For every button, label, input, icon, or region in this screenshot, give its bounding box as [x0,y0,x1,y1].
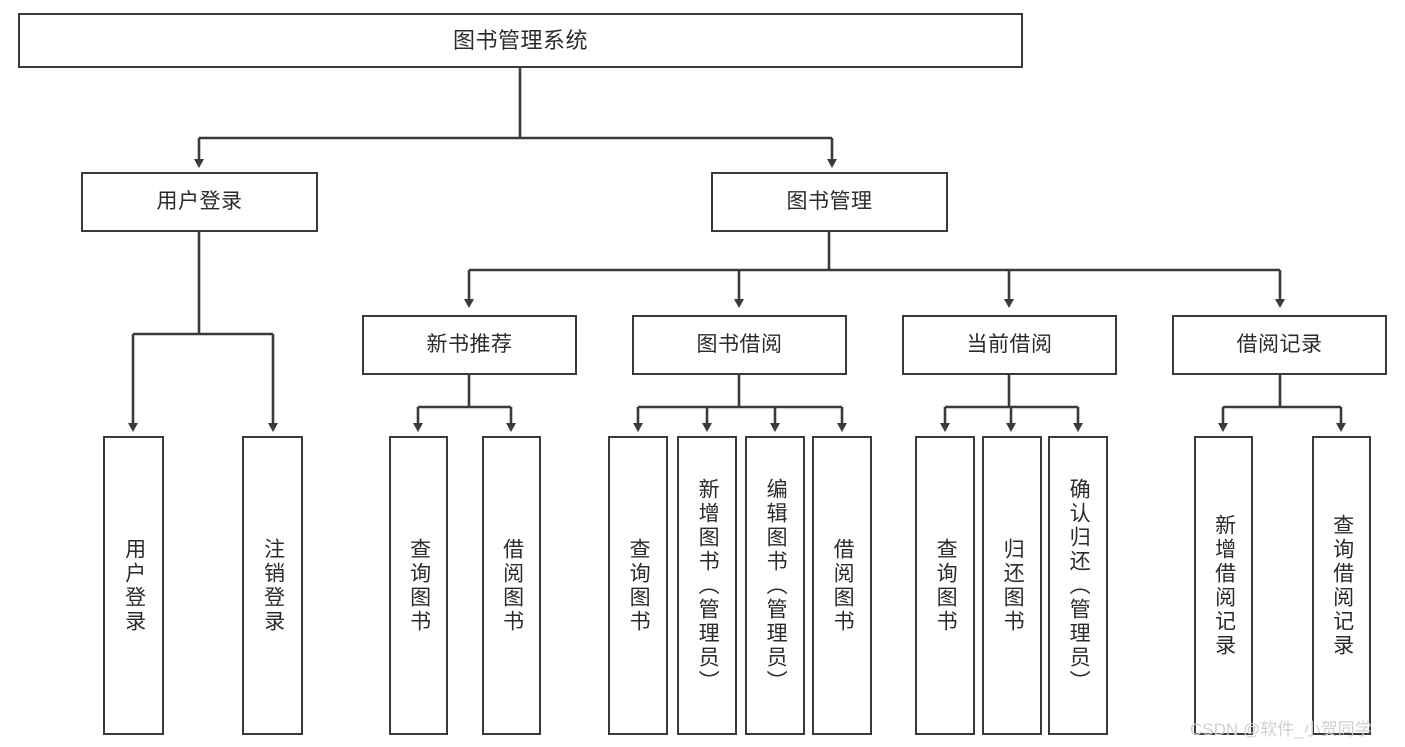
node-user-login[interactable]: 用户登录 [81,172,318,232]
node-label: 图书管理 [786,189,873,213]
node-leaf-query-borrow-record[interactable]: 查询借阅记录 [1312,436,1371,735]
node-label: 查询图书 [407,537,431,634]
node-leaf-add-borrow-record[interactable]: 新增借阅记录 [1194,436,1253,735]
node-label: 当前借阅 [966,332,1053,356]
node-book-borrow[interactable]: 图书借阅 [632,315,847,375]
node-new-book-recommend[interactable]: 新书推荐 [362,315,577,375]
node-leaf-logout[interactable]: 注销登录 [242,436,303,735]
node-label: 借阅图书 [831,537,855,634]
node-leaf-confirm-return-admin[interactable]: 确认归还（管理员） [1048,436,1108,735]
node-label: 查询图书 [627,537,651,634]
node-leaf-borrow-book[interactable]: 借阅图书 [812,436,872,735]
node-label: 借阅记录 [1236,332,1323,356]
node-leaf-borrow-book-recommend[interactable]: 借阅图书 [482,436,541,735]
node-label: 确认归还（管理员） [1067,477,1091,694]
node-leaf-query-book[interactable]: 查询图书 [608,436,668,735]
node-current-borrow[interactable]: 当前借阅 [902,315,1117,375]
node-label: 新书推荐 [426,332,513,356]
node-label: 借阅图书 [500,537,524,634]
node-root-system[interactable]: 图书管理系统 [18,13,1023,68]
node-label: 新增图书（管理员） [696,477,720,694]
node-label: 图书借阅 [696,332,783,356]
node-leaf-query-book-current[interactable]: 查询图书 [915,436,975,735]
node-label: 查询借阅记录 [1330,513,1354,658]
node-label: 查询图书 [934,537,958,634]
node-leaf-edit-book-admin[interactable]: 编辑图书（管理员） [745,436,805,735]
node-label: 用户登录 [122,537,146,634]
node-leaf-user-login[interactable]: 用户登录 [103,436,164,735]
node-label: 编辑图书（管理员） [764,477,788,694]
node-leaf-add-book-admin[interactable]: 新增图书（管理员） [677,436,737,735]
node-borrow-record[interactable]: 借阅记录 [1172,315,1387,375]
node-label: 用户登录 [156,189,243,213]
node-leaf-query-book-recommend[interactable]: 查询图书 [389,436,448,735]
node-label: 新增借阅记录 [1212,513,1236,658]
node-label: 图书管理系统 [452,27,588,53]
node-leaf-return-book[interactable]: 归还图书 [982,436,1042,735]
node-book-management[interactable]: 图书管理 [711,172,948,232]
node-label: 归还图书 [1001,537,1025,634]
node-label: 注销登录 [261,537,285,634]
